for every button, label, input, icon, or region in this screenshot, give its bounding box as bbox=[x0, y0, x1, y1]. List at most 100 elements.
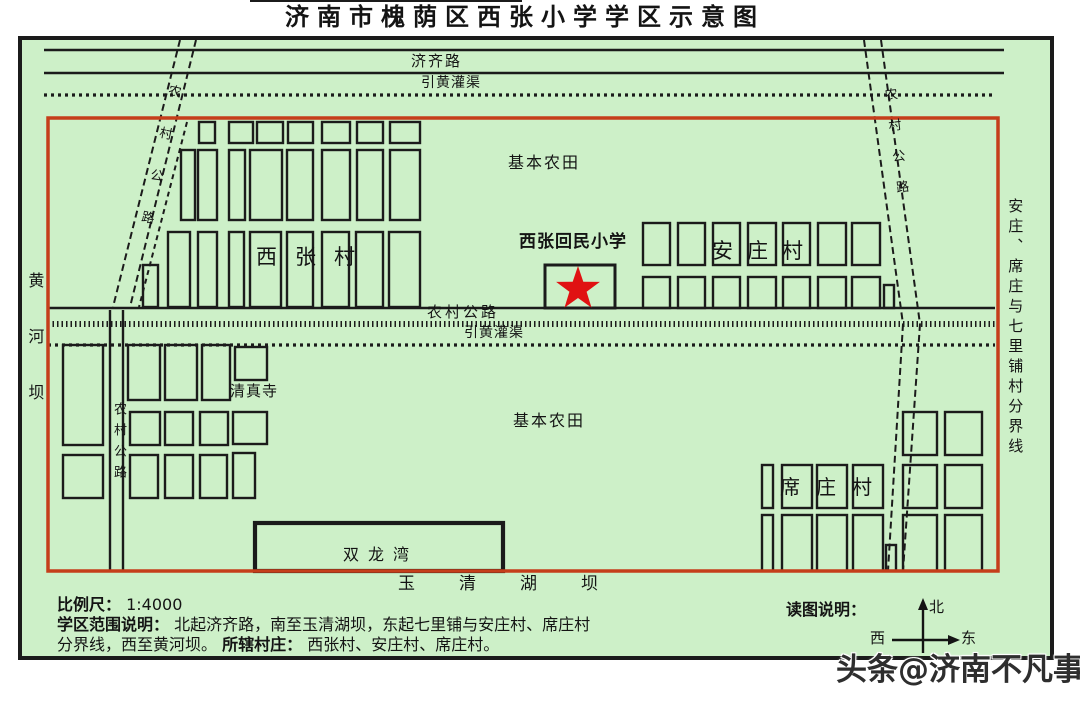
mosque_area-village-block bbox=[231, 451, 257, 500]
reading-note-label: 读图说明： bbox=[786, 600, 867, 619]
compass-east-label: 东 bbox=[961, 629, 977, 647]
xizhang-village-block bbox=[196, 148, 219, 222]
school-star-icon bbox=[556, 266, 600, 308]
mosque_area-village-block bbox=[128, 453, 160, 500]
xizhuang-village-block bbox=[901, 410, 939, 457]
east-boundary-label: 安庄、席庄与七里铺村分界线 bbox=[1006, 198, 1025, 458]
xizhang-village-block bbox=[141, 263, 160, 309]
rural-road-right-diagonal bbox=[887, 323, 904, 572]
xizhang-village-block bbox=[285, 230, 315, 309]
anzhuang-village-block bbox=[676, 221, 707, 267]
rural-road-left-diagonal bbox=[112, 39, 181, 308]
compass-icon bbox=[892, 598, 960, 653]
xizhang-village-block bbox=[227, 148, 247, 222]
compass-west-label: 西 bbox=[870, 629, 886, 647]
range-text-1: 北起济齐路，南至玉清湖坝，东起七里铺与安庄村、席庄村 bbox=[174, 615, 591, 634]
xizhang-village-block bbox=[248, 148, 284, 222]
anzhuang-village-block bbox=[711, 275, 742, 310]
top-crop-line bbox=[250, 0, 522, 2]
rural-road-right-diagonal bbox=[880, 39, 921, 325]
anzhuang-village-block bbox=[882, 283, 896, 310]
anzhuang-village-block bbox=[781, 221, 812, 267]
xizhang-village-block bbox=[354, 230, 385, 309]
anzhuang-village-block bbox=[641, 221, 672, 267]
xizhang-village-label: 西张村 bbox=[256, 245, 373, 269]
scale-label: 比例尺： bbox=[57, 595, 122, 614]
shuanglongwan-label: 双龙湾 bbox=[343, 545, 419, 564]
legend-range-line2: 分界线，西至黄河坝。 所辖村庄： 西张村、安庄村、席庄村。 bbox=[57, 635, 500, 654]
mosque_area-village-block bbox=[163, 410, 195, 447]
anzhuang-village-block bbox=[816, 221, 848, 267]
legend-range-line1: 学区范围说明： 北起济齐路，南至玉清湖坝，东起七里铺与安庄村、席庄村 bbox=[57, 615, 591, 634]
xizhuang-village-block bbox=[851, 463, 885, 510]
mosque_area-village-block bbox=[233, 345, 269, 382]
xizhuang-village-block bbox=[943, 410, 984, 457]
mosque-label: 清真寺 bbox=[230, 382, 279, 400]
canal-mid-label: 引黄灌渠 bbox=[464, 325, 524, 341]
field-path-dashed bbox=[138, 121, 188, 308]
rural-road-left-diagonal bbox=[129, 39, 197, 308]
mosque_area-village-block bbox=[231, 410, 269, 446]
anzhuang-village-block bbox=[676, 275, 707, 310]
xizhang-village-block bbox=[196, 230, 219, 309]
xizhang-village-block bbox=[387, 230, 422, 309]
mosque_area-village-block bbox=[200, 343, 232, 402]
canal-top-label: 引黄灌渠 bbox=[421, 75, 481, 91]
range-text-2: 分界线，西至黄河坝。 bbox=[57, 635, 218, 654]
xizhang-village-block bbox=[388, 148, 422, 222]
xizhang-village-block bbox=[355, 120, 385, 145]
villages-text: 西张村、安庄村、席庄村。 bbox=[307, 635, 500, 654]
anzhuang-village-block bbox=[746, 275, 778, 310]
villages-label: 所辖村庄： bbox=[222, 635, 303, 654]
jiqi-road-label: 济齐路 bbox=[411, 52, 463, 70]
xizhang-village-block bbox=[286, 120, 315, 145]
anzhuang-village-label: 安庄村 bbox=[712, 239, 817, 263]
compass-north-label: 北 bbox=[929, 598, 945, 616]
map-title: 济南市槐荫区西张小学学区示意图 bbox=[285, 3, 765, 31]
district-boundary bbox=[46, 116, 1000, 573]
xizhuang-village-block bbox=[760, 463, 775, 510]
village-blocks-layer bbox=[61, 120, 984, 574]
xizhang-village-block bbox=[227, 120, 255, 145]
xizhuang-village-label: 席庄村 bbox=[780, 475, 888, 499]
mosque_area-village-block bbox=[163, 453, 195, 500]
xizhuang-village-block bbox=[780, 463, 814, 510]
rural-road-right-diagonal bbox=[902, 323, 921, 572]
xizhang-village-block bbox=[166, 230, 192, 309]
anzhuang-village-block bbox=[641, 275, 672, 310]
watermark: 头条@济南不凡事 bbox=[836, 652, 1080, 688]
xizhang-village-block bbox=[388, 120, 422, 145]
school-building bbox=[543, 263, 617, 310]
legend-scale-line: 比例尺： 1:4000 bbox=[57, 595, 183, 614]
farmland-top-label: 基本农田 bbox=[508, 153, 581, 172]
map-frame bbox=[18, 36, 1054, 660]
xizhuang-village-block bbox=[901, 463, 939, 510]
mosque_area-village-block bbox=[126, 343, 162, 402]
yuqinghu-dam-label: 玉清湖坝 bbox=[398, 574, 642, 594]
mosque_area-village-block bbox=[61, 453, 105, 500]
scale-value: 1:4000 bbox=[126, 595, 183, 614]
xizhang-village-block bbox=[320, 120, 352, 145]
mosque_area-village-block bbox=[198, 410, 230, 447]
rural-road-mid-label: 农村公路 bbox=[427, 303, 500, 321]
xizhang-village-block bbox=[320, 148, 352, 222]
rural-road-right-diagonal bbox=[863, 39, 904, 325]
anzhuang-village-block bbox=[850, 221, 882, 267]
mosque_area-village-block bbox=[163, 343, 199, 402]
xizhang-village-block bbox=[227, 230, 246, 309]
anzhuang-village-block bbox=[816, 275, 848, 310]
anzhuang-village-block bbox=[850, 275, 882, 310]
xizhang-village-block bbox=[285, 148, 315, 222]
anzhuang-village-block bbox=[781, 275, 812, 310]
xizhang-village-block bbox=[355, 148, 385, 222]
xizhuang-village-block bbox=[943, 463, 984, 510]
anzhuang-village-block bbox=[746, 221, 778, 267]
xizhang-village-block bbox=[179, 148, 197, 222]
xizhang-village-block bbox=[248, 230, 283, 309]
farmland-bottom-label: 基本农田 bbox=[513, 411, 586, 430]
mosque_area-village-block bbox=[198, 453, 229, 500]
xizhuang-village-block bbox=[815, 463, 849, 510]
mosque_area-village-block bbox=[128, 410, 162, 447]
